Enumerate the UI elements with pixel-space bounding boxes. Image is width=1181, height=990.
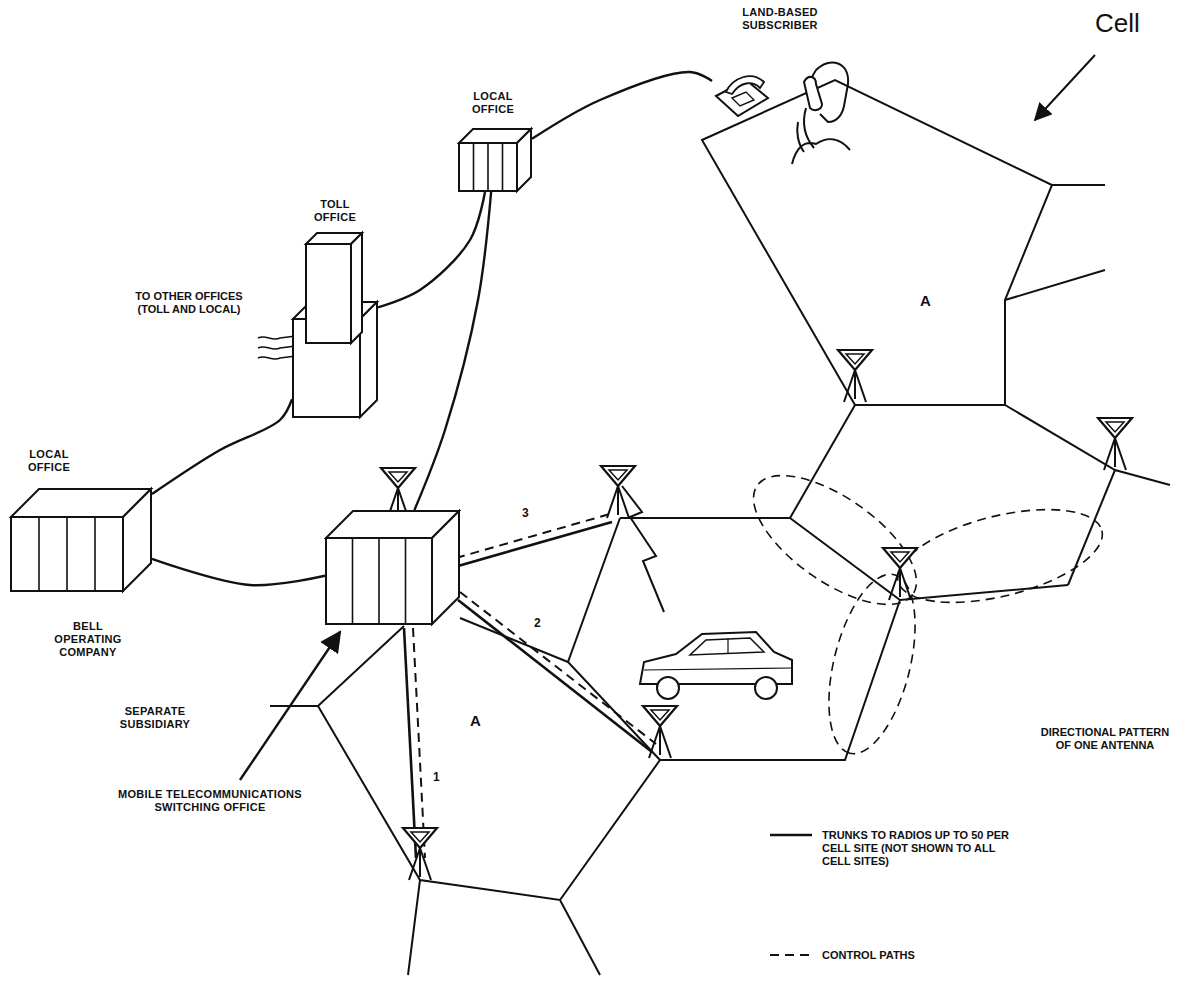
telephone-line <box>414 192 491 510</box>
block-front <box>459 143 517 191</box>
block-stripe <box>352 538 354 624</box>
block-stripe <box>378 538 380 624</box>
node-label: MOBILE TELECOMMUNICATIONS SWITCHING OFFI… <box>110 788 310 814</box>
callout-label: 1 <box>433 770 440 784</box>
block-front <box>326 538 432 624</box>
car <box>640 632 792 699</box>
telephone-line <box>152 559 325 585</box>
block-side <box>517 129 531 191</box>
node-label: TOLL OFFICE <box>304 198 366 224</box>
callout-arrow <box>240 632 340 780</box>
node-label: SEPARATE SUBSIDIARY <box>95 705 215 731</box>
directional-lobe <box>888 492 1111 620</box>
office-building: LOCAL OFFICEBELL OPERATING COMPANY <box>10 488 152 592</box>
node-shape <box>458 128 532 192</box>
office-building: SEPARATE SUBSIDIARYMOBILE TELECOMMUNICAT… <box>325 510 460 625</box>
block-side <box>123 489 151 591</box>
trunk-stub <box>258 336 296 359</box>
node-label: LOCAL OFFICE <box>462 90 524 116</box>
block-front <box>11 517 123 591</box>
cell-boundaries <box>270 80 1170 975</box>
cell-hexagon <box>702 80 1052 405</box>
car-wheel <box>755 677 777 699</box>
telephone-line <box>532 72 712 139</box>
callout-label: A <box>470 712 481 730</box>
control-path <box>460 592 656 744</box>
antenna-pattern <box>733 451 1111 762</box>
cell-antenna <box>601 466 635 518</box>
cell-antenna <box>643 706 677 758</box>
block-stripe <box>405 538 407 624</box>
callout-label: 3 <box>522 506 529 520</box>
node-label: BELL OPERATING COMPANY <box>38 620 138 660</box>
node-shape <box>712 52 852 167</box>
office-building: TOLL OFFICE <box>292 232 378 418</box>
person-body <box>792 108 850 164</box>
block-side <box>432 511 459 624</box>
node-label: LOCAL OFFICE <box>18 448 80 474</box>
subscriber-figure: LAND-BASED SUBSCRIBER <box>712 52 852 167</box>
callout-label: 2 <box>534 616 541 630</box>
control-path <box>413 628 425 858</box>
car-body <box>640 632 792 684</box>
car-window <box>690 638 764 655</box>
node-shape <box>292 232 378 418</box>
telephone-line <box>378 192 485 307</box>
node-shape <box>325 510 460 625</box>
trunk-line <box>458 522 612 566</box>
node-shape <box>10 488 152 592</box>
block-stripe <box>38 517 40 591</box>
block-stripe <box>473 143 475 191</box>
cell-antenna <box>883 548 917 600</box>
callout-label: A <box>920 292 931 310</box>
block-stripe <box>487 143 489 191</box>
block-front <box>306 244 351 343</box>
block-stripe <box>502 143 504 191</box>
directional-lobe <box>733 451 937 629</box>
car-wheel <box>657 677 679 699</box>
cell-antenna <box>838 350 872 402</box>
legend-text: TRUNKS TO RADIOS UP TO 50 PER CELL SITE … <box>822 829 1012 869</box>
directional-lobe <box>813 566 931 763</box>
block-side <box>351 233 362 343</box>
cell-antenna <box>1098 418 1132 470</box>
callout-label: Cell <box>1095 8 1140 39</box>
telephone-handset <box>726 76 764 94</box>
callout-arrow <box>1035 55 1095 120</box>
radio-link <box>622 486 664 612</box>
legend-text: CONTROL PATHS <box>822 949 1012 962</box>
note-label: TO OTHER OFFICES (TOLL AND LOCAL) <box>130 290 248 316</box>
cell-edge <box>270 626 660 975</box>
node-label: LAND-BASED SUBSCRIBER <box>730 6 830 32</box>
block-stripe <box>66 517 68 591</box>
cell-edge <box>660 518 1068 760</box>
block-stripe <box>94 517 96 591</box>
antennas <box>381 350 1132 880</box>
cell-antenna <box>403 828 437 880</box>
telephone-line <box>152 399 292 494</box>
office-building: LOCAL OFFICE <box>458 128 532 192</box>
car-trim <box>644 638 792 670</box>
cell-edge <box>460 518 660 760</box>
control-path <box>456 514 610 558</box>
trunk-line <box>458 600 652 752</box>
receiver <box>804 77 822 110</box>
cell-edge <box>620 405 855 518</box>
legend-sample <box>770 834 812 836</box>
cell-edge <box>1005 185 1105 300</box>
legend-sample <box>770 954 812 956</box>
telephone-dial <box>732 92 754 106</box>
note-label: DIRECTIONAL PATTERN OF ONE ANTENNA <box>1040 726 1170 752</box>
